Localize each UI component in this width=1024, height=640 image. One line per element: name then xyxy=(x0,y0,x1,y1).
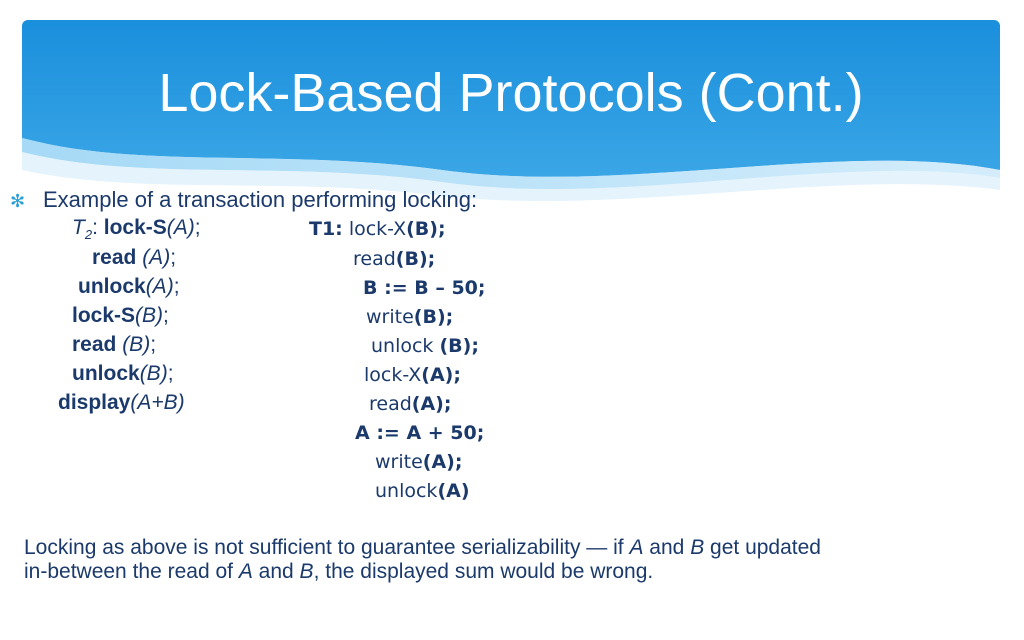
t1-line-4: write(B); xyxy=(366,306,454,328)
t2-line-4: lock-S(B); xyxy=(72,304,169,327)
t1-line-1: T1: lock-X(B); xyxy=(309,218,446,240)
slide-title: Lock-Based Protocols (Cont.) xyxy=(158,63,864,123)
title-banner: Lock-Based Protocols (Cont.) xyxy=(22,20,1000,210)
t2-line-1: T2: lock-S(A); xyxy=(72,216,201,243)
bullet-asterisk-icon: ✻ xyxy=(10,191,26,211)
t2-line-5: read (B); xyxy=(72,333,157,356)
t1-line-6: lock-X(A); xyxy=(364,364,461,386)
t1-line-5: unlock (B); xyxy=(371,335,479,357)
bullet-text: Example of a transaction performing lock… xyxy=(43,187,478,212)
t1-line-8: A := A + 50; xyxy=(355,422,485,444)
banner-wave-graphic xyxy=(22,20,1000,201)
serializability-note: Locking as above is not sufficient to gu… xyxy=(24,536,821,583)
t2-line-2: read (A); xyxy=(92,246,177,269)
t1-line-10: unlock(A) xyxy=(375,480,470,502)
t1-line-3: B := B – 50; xyxy=(363,277,486,299)
t2-line-6: unlock(B); xyxy=(72,362,174,385)
t2-line-7: display(A+B) xyxy=(58,391,185,414)
t1-line-7: read(A); xyxy=(369,393,452,415)
t2-line-3: unlock(A); xyxy=(78,275,180,298)
t1-line-9: write(A); xyxy=(375,451,463,473)
t1-line-2: read(B); xyxy=(353,248,436,270)
